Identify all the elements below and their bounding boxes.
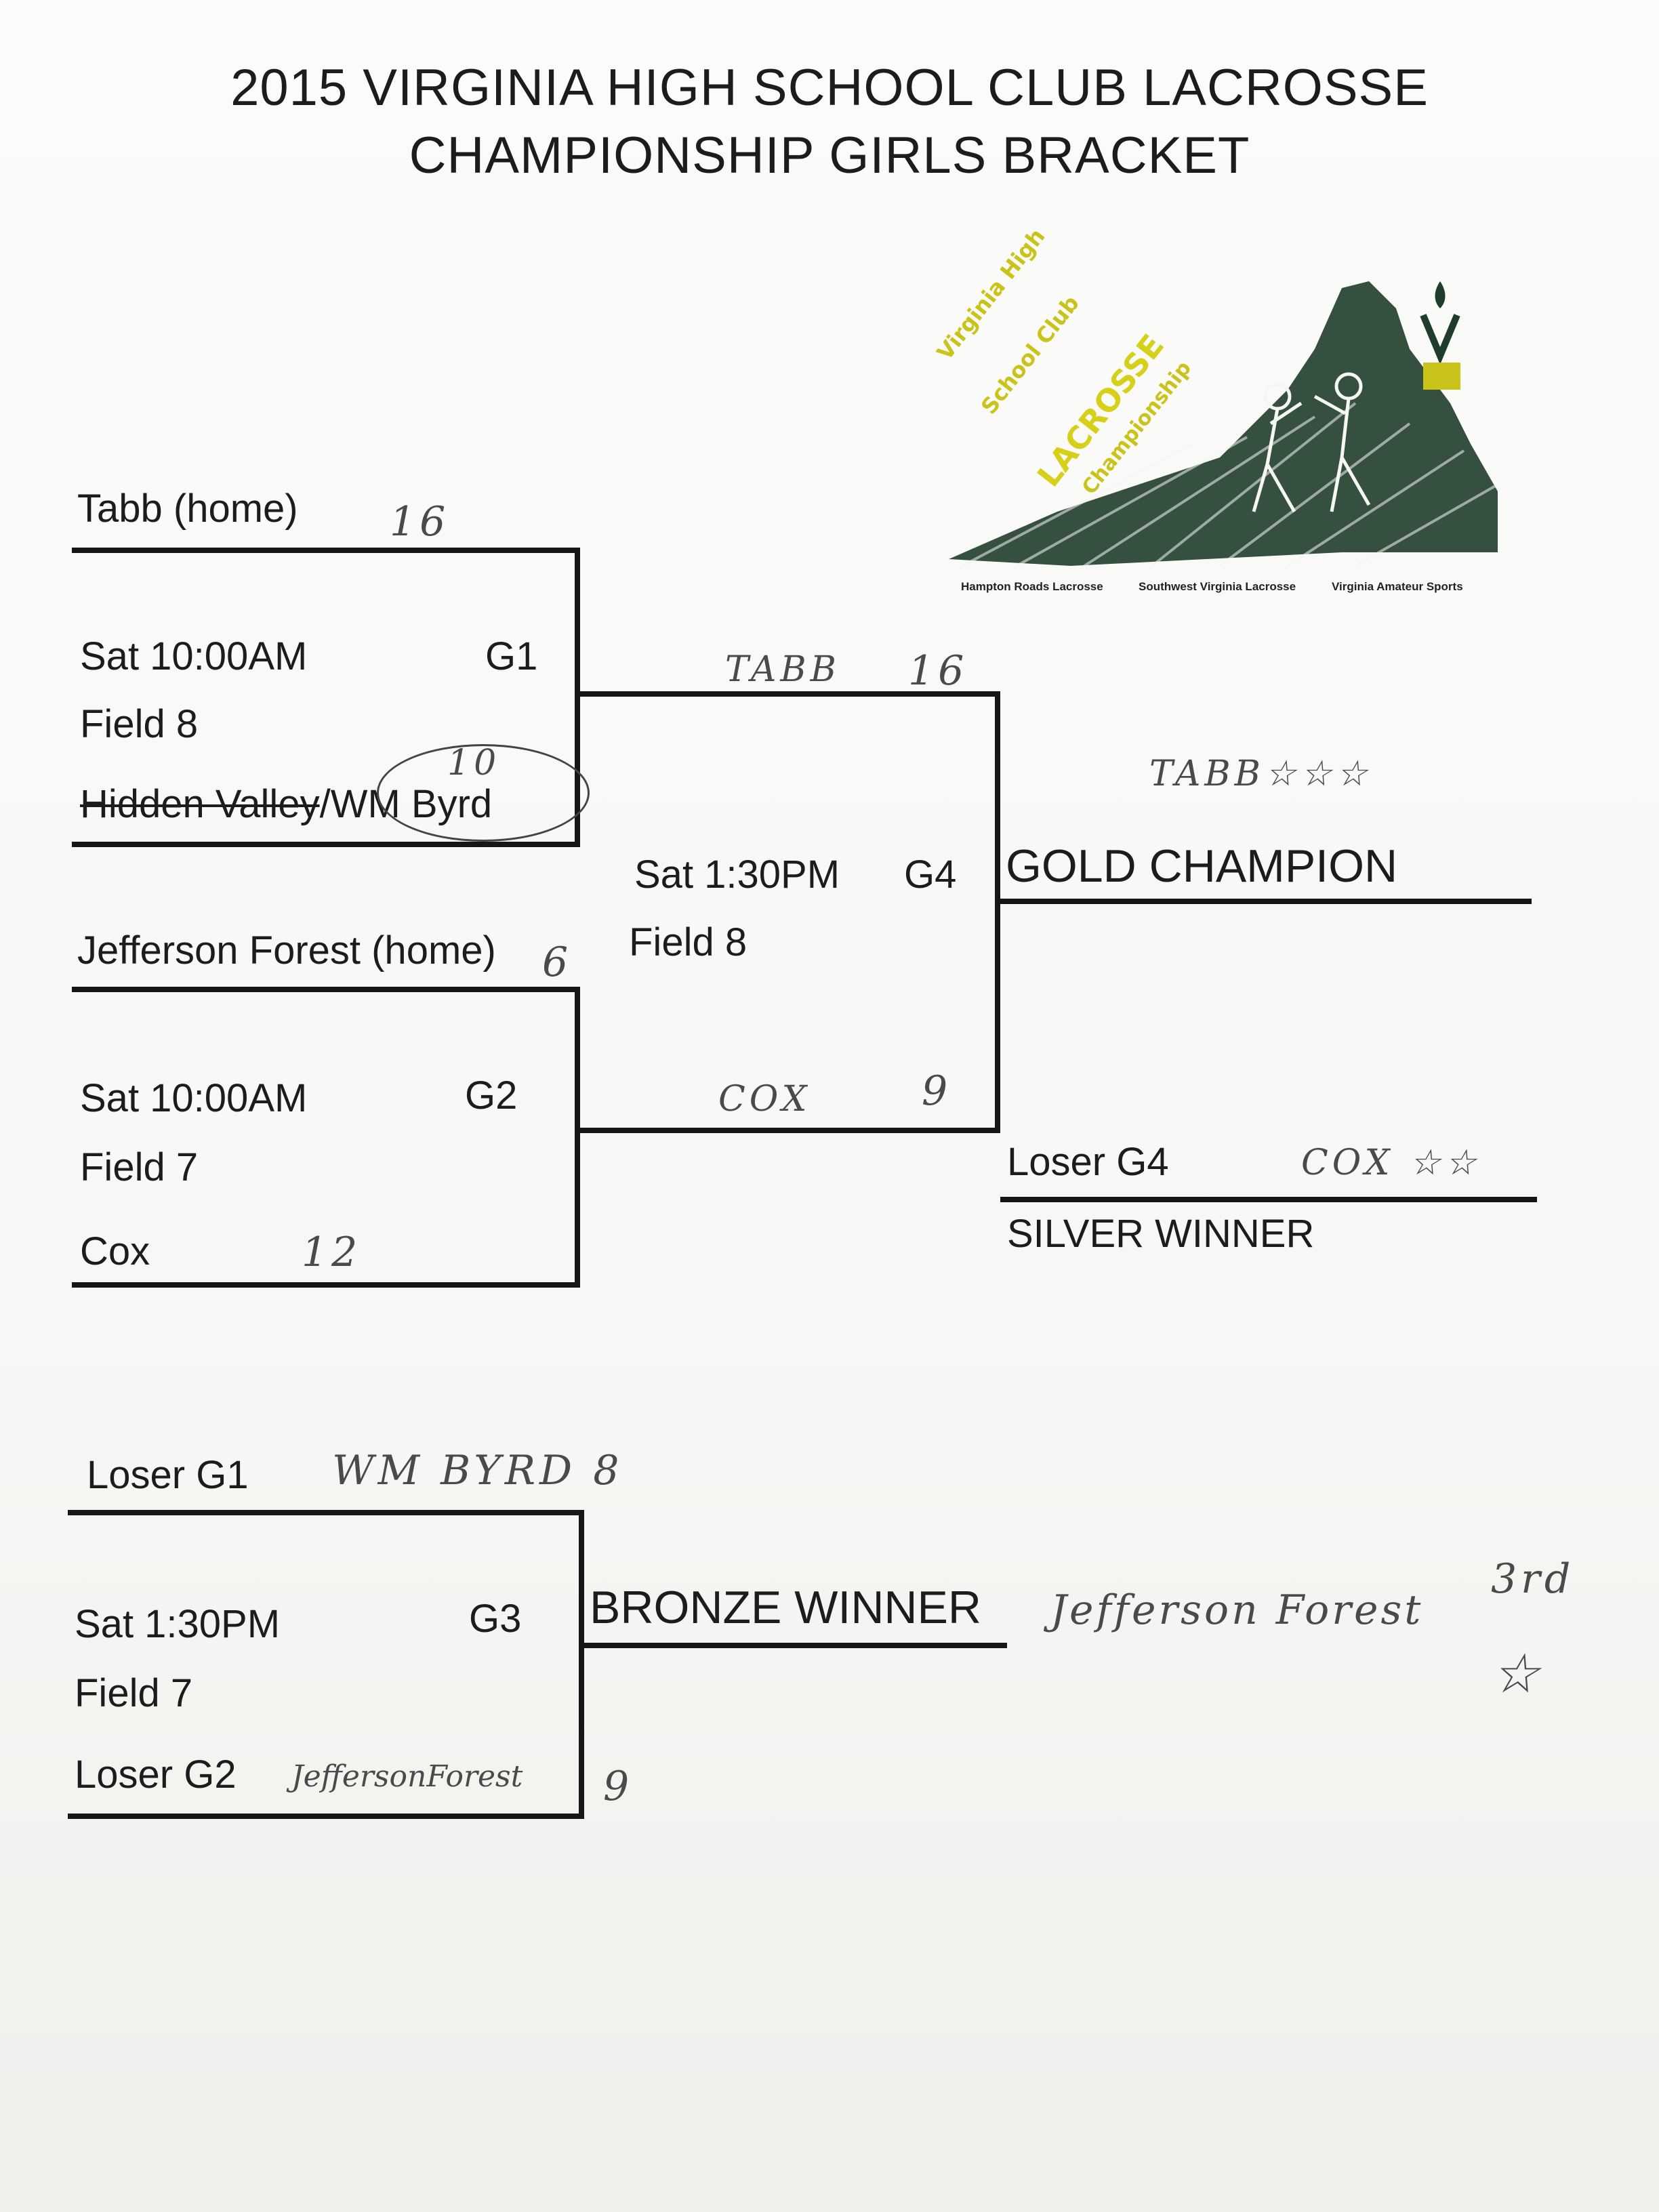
g1-hand-circle — [377, 744, 590, 842]
g2-team-bottom: Cox — [80, 1229, 150, 1273]
g3-score-bottom: 9 — [603, 1763, 634, 1810]
g4-winner-top: TABB — [725, 649, 840, 690]
g3-team-bottom: Loser G2 — [75, 1753, 237, 1797]
g1-team-sep: / — [319, 782, 331, 826]
g2-field: Field 7 — [80, 1145, 199, 1189]
g1-field: Field 8 — [80, 702, 199, 746]
g2-time: Sat 10:00AM — [80, 1076, 308, 1120]
silver-winner-name: COX — [1301, 1143, 1394, 1183]
bronze-place: 3rd — [1491, 1555, 1575, 1603]
g1-right-line — [575, 548, 580, 847]
g3-hand-top-name: WM BYRD — [332, 1447, 577, 1494]
silver-winner: COX ☆☆ — [1301, 1145, 1480, 1181]
sponsor-3: Virginia Amateur Sports — [1332, 580, 1463, 593]
g3-hand-top: WM BYRD 8 — [332, 1450, 623, 1491]
g1-score-bottom: 10 — [447, 743, 501, 783]
g4-top-line — [580, 691, 1000, 697]
g4-bottom-line — [580, 1128, 1000, 1133]
g2-score-bottom: 12 — [302, 1229, 362, 1276]
g3-game: G3 — [469, 1597, 522, 1641]
championship-logo: Virginia High School Club LACROSSE Champ… — [932, 224, 1511, 607]
g3-team-top: Loser G1 — [87, 1453, 249, 1497]
g4-score-top: 16 — [908, 647, 968, 695]
g4-right-line — [995, 691, 1000, 1133]
sponsor-1: Hampton Roads Lacrosse — [961, 580, 1103, 593]
g2-top-line — [72, 987, 580, 992]
gold-champion-label: GOLD CHAMPION — [1006, 840, 1398, 892]
g2-team-top: Jefferson Forest (home) — [77, 928, 496, 972]
silver-label-top: Loser G4 — [1007, 1140, 1169, 1184]
g1-team-struck: Hidden Valley — [80, 782, 320, 826]
g1-team-top: Tabb (home) — [77, 487, 298, 531]
g3-right-line — [579, 1510, 584, 1819]
g1-game: G1 — [485, 634, 538, 678]
g3-score-top: 8 — [593, 1447, 623, 1494]
g2-score-top: 6 — [542, 939, 573, 986]
gold-stars: ☆☆☆ — [1264, 754, 1372, 794]
bronze-winner-label: BRONZE WINNER — [590, 1582, 981, 1633]
g1-time: Sat 10:00AM — [80, 634, 308, 678]
bronze-line — [584, 1643, 1007, 1648]
g4-score-bottom: 9 — [922, 1067, 952, 1115]
g4-game: G4 — [904, 853, 957, 897]
gold-winner: TABB☆☆☆ — [1149, 756, 1372, 792]
bracket-title-line1: 2015 VIRGINIA HIGH SCHOOL CLUB LACROSSE — [230, 59, 1429, 117]
g3-bottom-line — [68, 1814, 584, 1819]
bronze-winner: Jefferson Forest — [1050, 1586, 1424, 1634]
v-emblem-icon — [1420, 281, 1460, 390]
g2-right-line — [575, 987, 580, 1288]
g1-top-line — [72, 548, 580, 553]
g2-game: G2 — [465, 1073, 518, 1118]
sponsor-2: Southwest Virginia Lacrosse — [1139, 580, 1296, 593]
gold-winner-name: TABB — [1149, 754, 1265, 794]
g3-hand-bottom: JeffersonForest — [291, 1759, 523, 1794]
g3-field: Field 7 — [75, 1671, 193, 1715]
g1-score-top: 16 — [390, 498, 450, 546]
g3-time: Sat 1:30PM — [75, 1602, 281, 1646]
g4-time: Sat 1:30PM — [634, 853, 840, 897]
bronze-star: ☆ — [1491, 1642, 1544, 1705]
virginia-map-icon — [949, 281, 1498, 567]
silver-winner-label: SILVER WINNER — [1007, 1212, 1315, 1256]
g4-winner-bottom: COX — [718, 1079, 811, 1120]
g3-top-line — [68, 1510, 584, 1515]
gold-line — [1000, 899, 1532, 904]
silver-stars: ☆☆ — [1409, 1143, 1481, 1183]
g1-bottom-line — [72, 842, 580, 847]
silver-line — [1000, 1197, 1537, 1202]
g4-field: Field 8 — [629, 920, 747, 964]
bracket-title-line2: CHAMPIONSHIP GIRLS BRACKET — [409, 127, 1250, 184]
g2-bottom-line — [72, 1282, 580, 1288]
